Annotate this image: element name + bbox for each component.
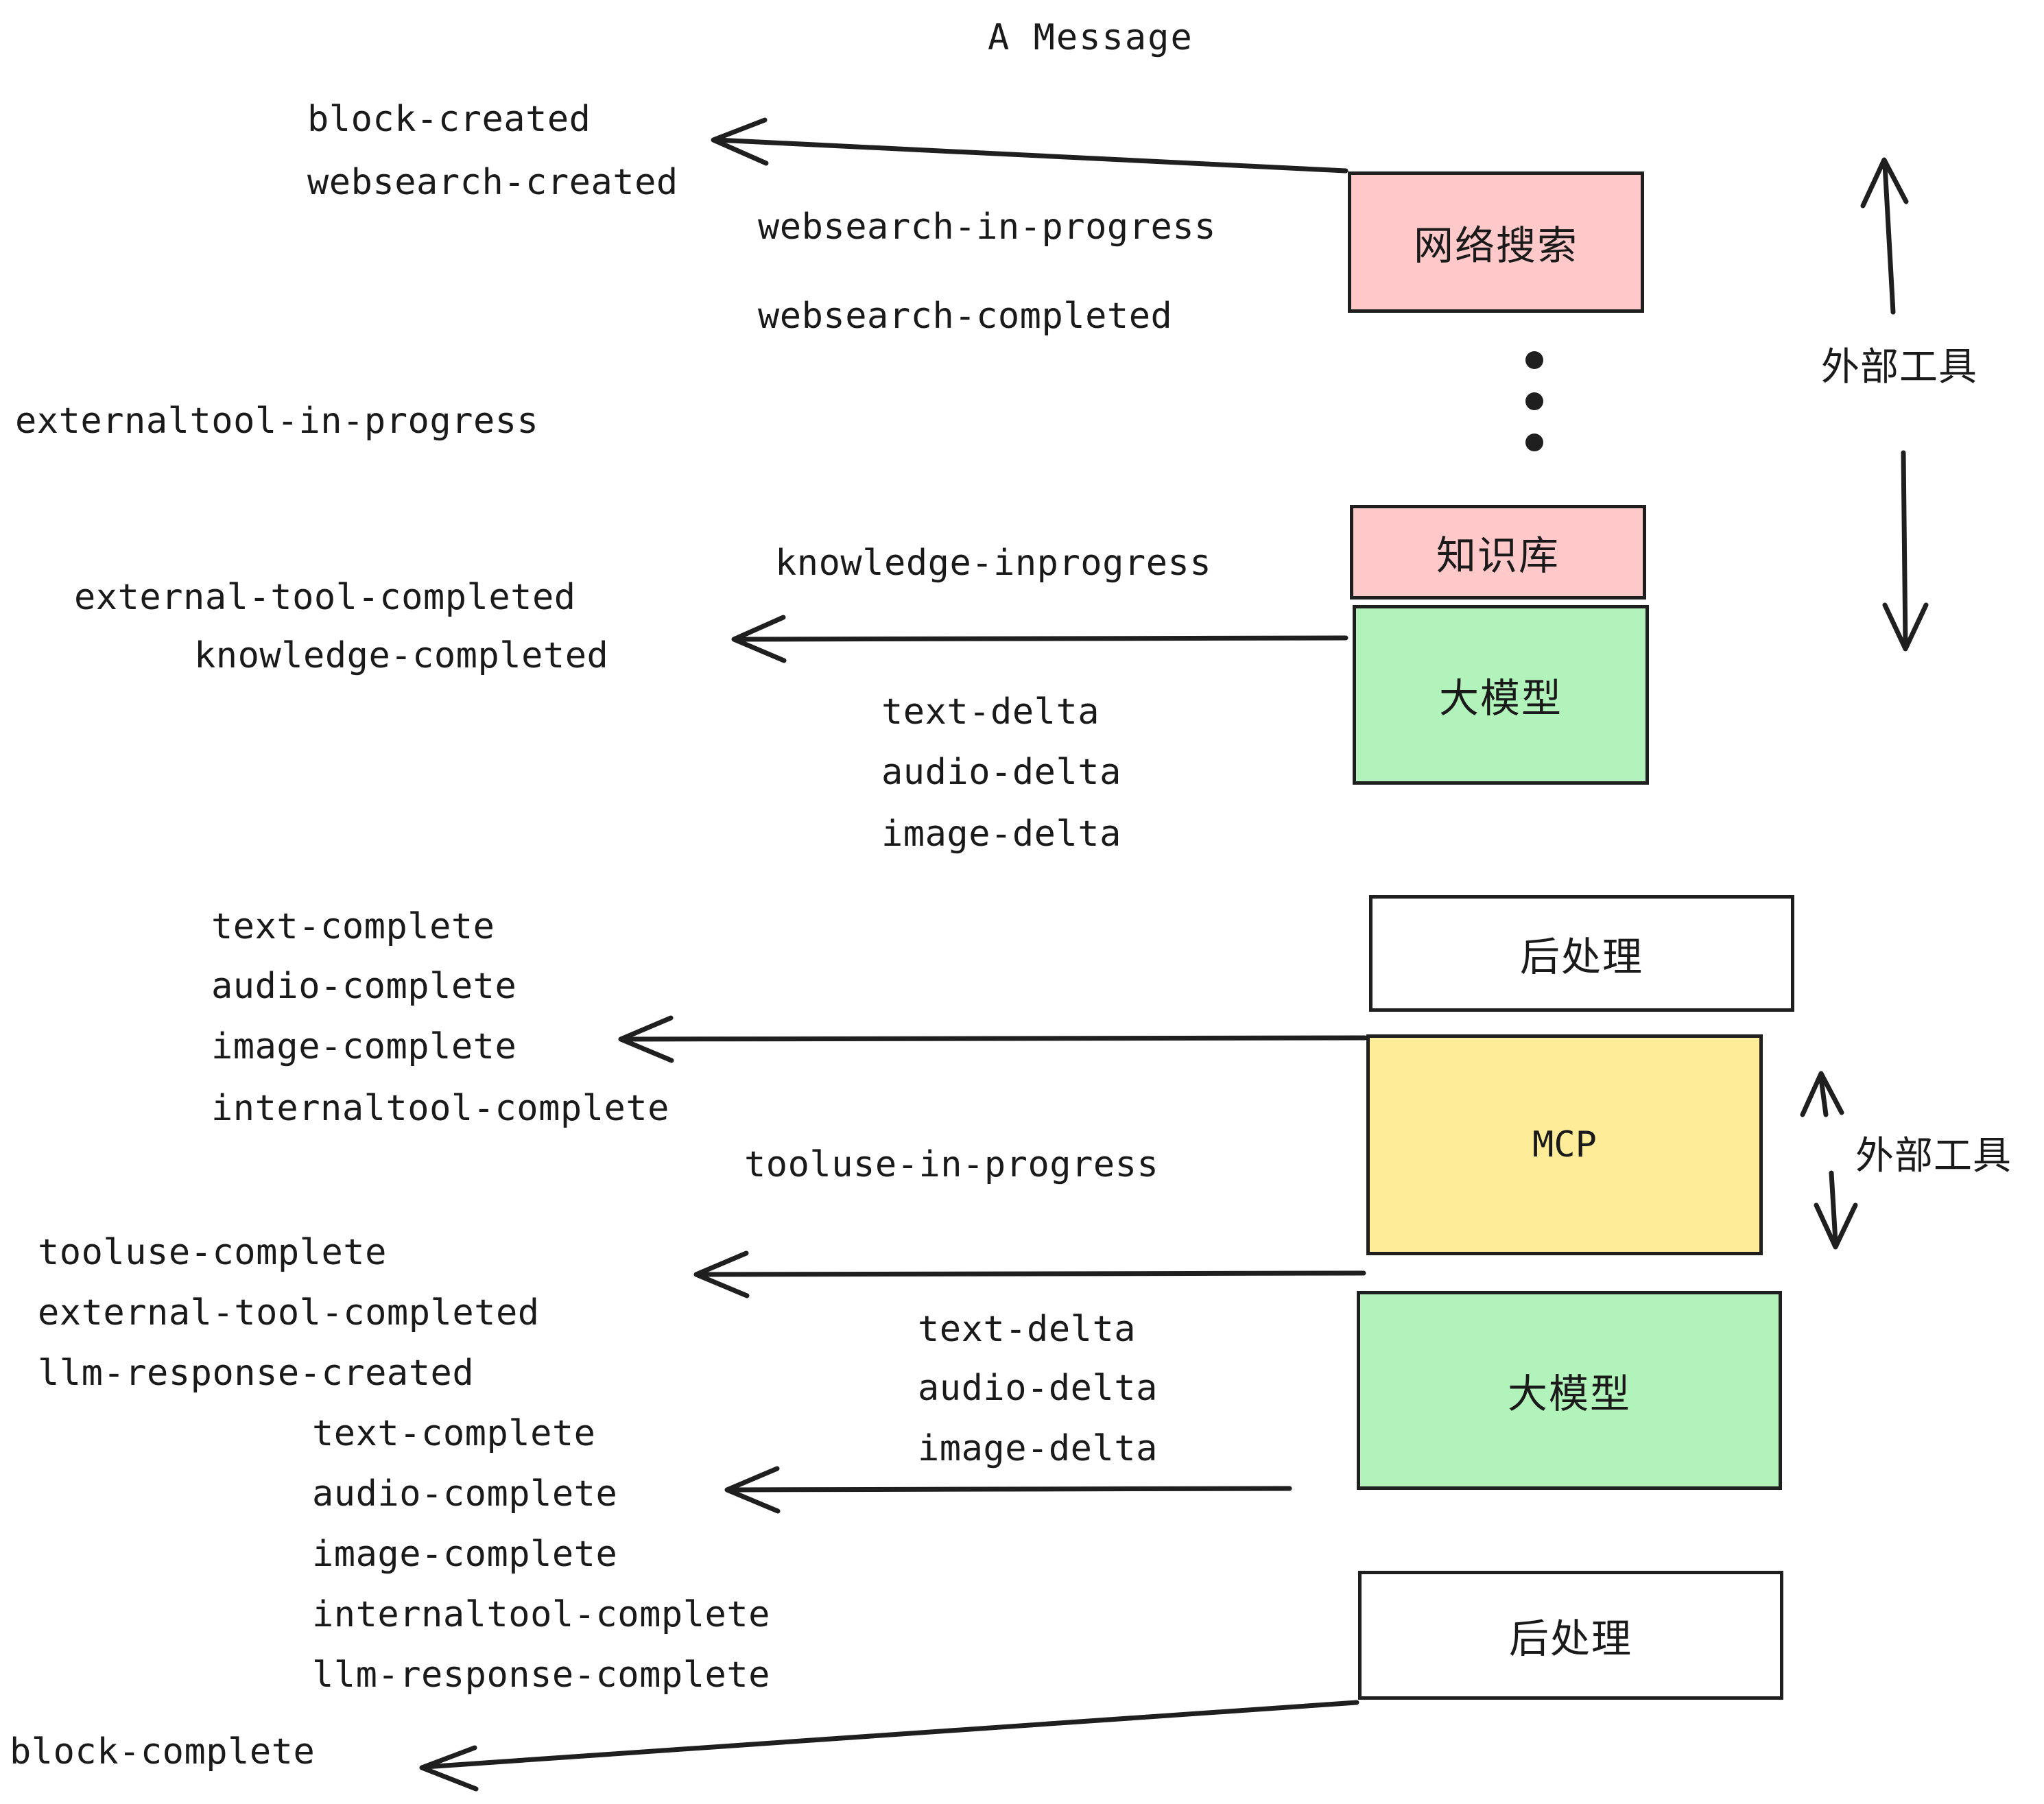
event-label-knowledge-inprogress: knowledge-inprogress xyxy=(775,543,1212,584)
event-label-external-tool-completed-1: external-tool-completed xyxy=(74,577,576,618)
external-tool-arrow-bottom-lower-head xyxy=(1814,1202,1858,1250)
event-label-knowledge-completed: knowledge-completed xyxy=(194,635,609,676)
external-tool-arrow-bottom-upper-head xyxy=(1800,1071,1844,1117)
event-label-websearch-in-progress: websearch-in-progress xyxy=(758,206,1216,248)
node-mcp[interactable]: MCP xyxy=(1366,1034,1763,1255)
event-label-audio-delta-2: audio-delta xyxy=(918,1368,1158,1409)
event-label-image-delta-2: image-delta xyxy=(918,1428,1158,1469)
arrow-postprocess2-to-block-complete xyxy=(423,1700,1359,1770)
node-llm-2-label: 大模型 xyxy=(1507,1370,1631,1417)
event-label-internaltool-complete-2: internaltool-complete xyxy=(312,1594,770,1635)
node-websearch[interactable]: 网络搜索 xyxy=(1348,171,1644,313)
event-label-websearch-completed: websearch-completed xyxy=(758,296,1173,337)
event-label-tooluse-complete: tooluse-complete xyxy=(38,1232,387,1273)
event-label-block-complete: block-complete xyxy=(10,1731,316,1772)
node-mcp-label: MCP xyxy=(1532,1124,1597,1165)
event-label-audio-delta-1: audio-delta xyxy=(881,752,1121,793)
node-llm-1[interactable]: 大模型 xyxy=(1353,605,1649,785)
arrow-knowledge-to-completed xyxy=(735,635,1348,642)
external-tool-arrow-top-upper xyxy=(1882,162,1896,315)
node-postprocess-1-label: 后处理 xyxy=(1519,934,1643,980)
arrow-llm2-to-audio-complete-head xyxy=(724,1466,781,1514)
arrow-knowledge-to-completed-head xyxy=(731,615,787,663)
event-label-internaltool-complete-1: internaltool-complete xyxy=(211,1088,669,1129)
arrow-mcp-to-tooluse-complete-head xyxy=(693,1250,750,1298)
arrow-websearch-to-created xyxy=(714,137,1348,174)
diagram-title: A Message xyxy=(988,17,1193,58)
ellipsis-dots xyxy=(1525,351,1543,475)
external-tool-arrow-top-upper-head xyxy=(1860,157,1909,209)
external-tool-arrow-bottom-upper xyxy=(1818,1076,1829,1117)
event-label-text-complete-2: text-complete xyxy=(312,1413,596,1454)
external-tool-label-top: 外部工具 xyxy=(1821,345,1977,390)
node-knowledgebase-label: 知识库 xyxy=(1436,532,1560,579)
event-label-llm-response-created: llm-response-created xyxy=(38,1353,475,1394)
event-label-image-complete-1: image-complete xyxy=(211,1026,517,1067)
arrow-websearch-to-created-head xyxy=(711,117,769,166)
node-websearch-label: 网络搜索 xyxy=(1413,222,1578,269)
node-postprocess-2-label: 后处理 xyxy=(1508,1615,1632,1662)
external-tool-arrow-top-lower xyxy=(1901,450,1908,648)
event-label-external-tool-completed-2: external-tool-completed xyxy=(38,1292,540,1333)
node-knowledgebase[interactable]: 知识库 xyxy=(1350,505,1646,600)
event-label-text-delta-1: text-delta xyxy=(881,691,1100,733)
external-tool-arrow-top-lower-head xyxy=(1882,602,1929,652)
event-label-audio-complete-2: audio-complete xyxy=(312,1473,618,1515)
event-label-text-delta-2: text-delta xyxy=(918,1309,1137,1350)
event-label-tooluse-in-progress: tooluse-in-progress xyxy=(744,1144,1159,1185)
event-label-audio-complete-1: audio-complete xyxy=(211,966,517,1007)
arrow-postprocess1-to-image-complete xyxy=(621,1035,1368,1042)
external-tool-arrow-bottom-lower xyxy=(1829,1170,1838,1244)
arrow-postprocess2-to-block-complete-head xyxy=(419,1745,479,1792)
node-llm-2[interactable]: 大模型 xyxy=(1357,1291,1782,1490)
external-tool-label-bottom: 外部工具 xyxy=(1855,1134,2012,1178)
node-llm-1-label: 大模型 xyxy=(1438,675,1562,722)
node-postprocess-1[interactable]: 后处理 xyxy=(1369,895,1794,1012)
event-label-text-complete-1: text-complete xyxy=(211,906,495,947)
event-label-externaltool-in-progress: externaltool-in-progress xyxy=(15,401,539,442)
event-label-image-delta-1: image-delta xyxy=(881,814,1121,855)
arrow-mcp-to-tooluse-complete xyxy=(697,1270,1366,1277)
arrow-llm2-to-audio-complete xyxy=(728,1486,1292,1493)
event-label-llm-response-complete: llm-response-complete xyxy=(312,1654,770,1696)
event-label-image-complete-2: image-complete xyxy=(312,1534,618,1575)
node-postprocess-2[interactable]: 后处理 xyxy=(1358,1571,1783,1700)
event-label-block-created: block-created xyxy=(307,99,591,140)
event-label-websearch-created: websearch-created xyxy=(307,162,678,203)
arrow-postprocess1-to-image-complete-head xyxy=(618,1015,674,1063)
